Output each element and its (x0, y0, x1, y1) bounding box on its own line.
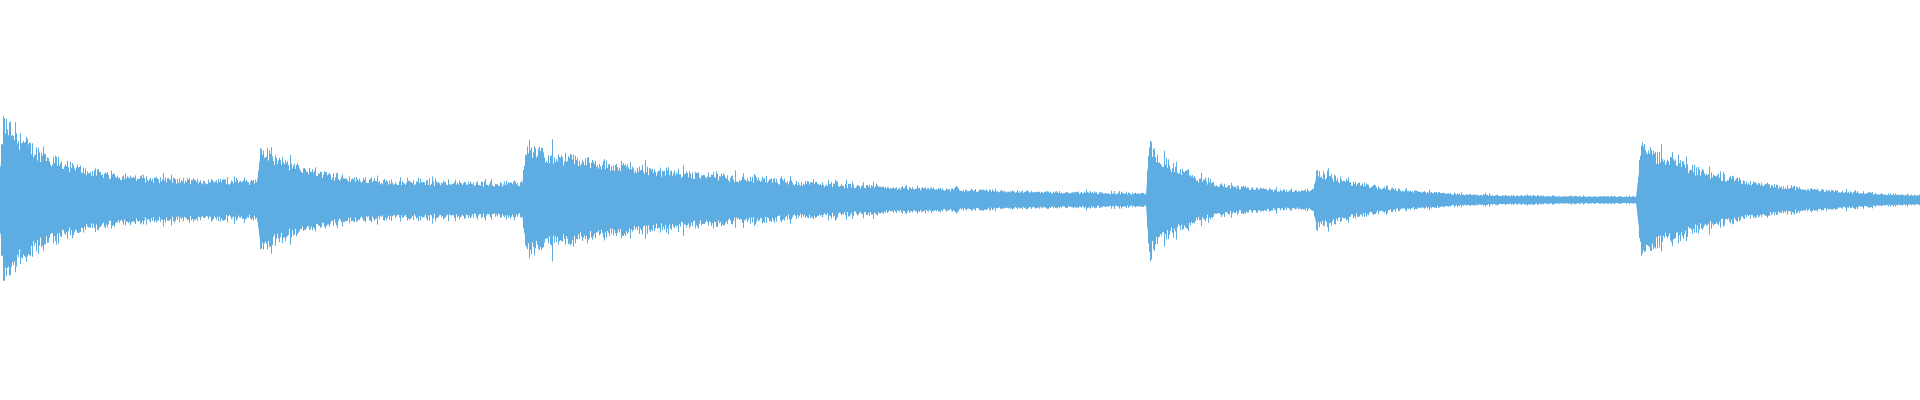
waveform-envelope (0, 116, 1920, 281)
waveform-samples (0, 116, 1920, 281)
